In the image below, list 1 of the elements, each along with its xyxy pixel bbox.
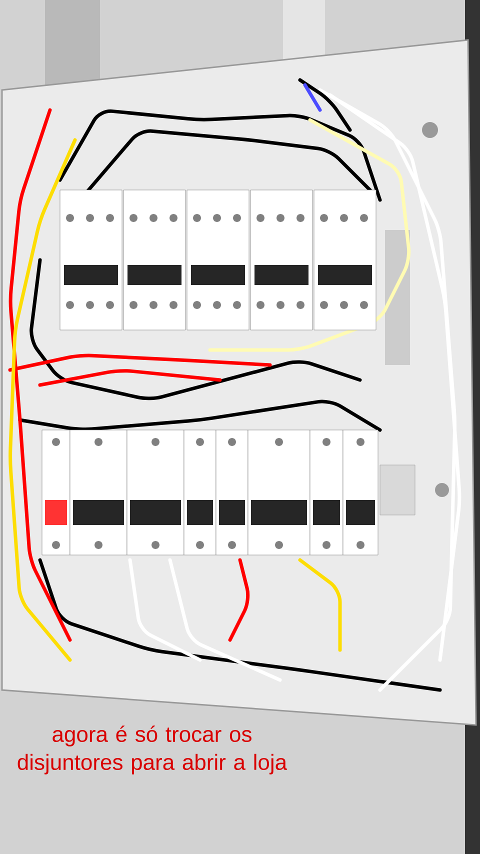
caption: agora é só trocar os disjuntores para abrir a loja xyxy=(18,726,288,774)
